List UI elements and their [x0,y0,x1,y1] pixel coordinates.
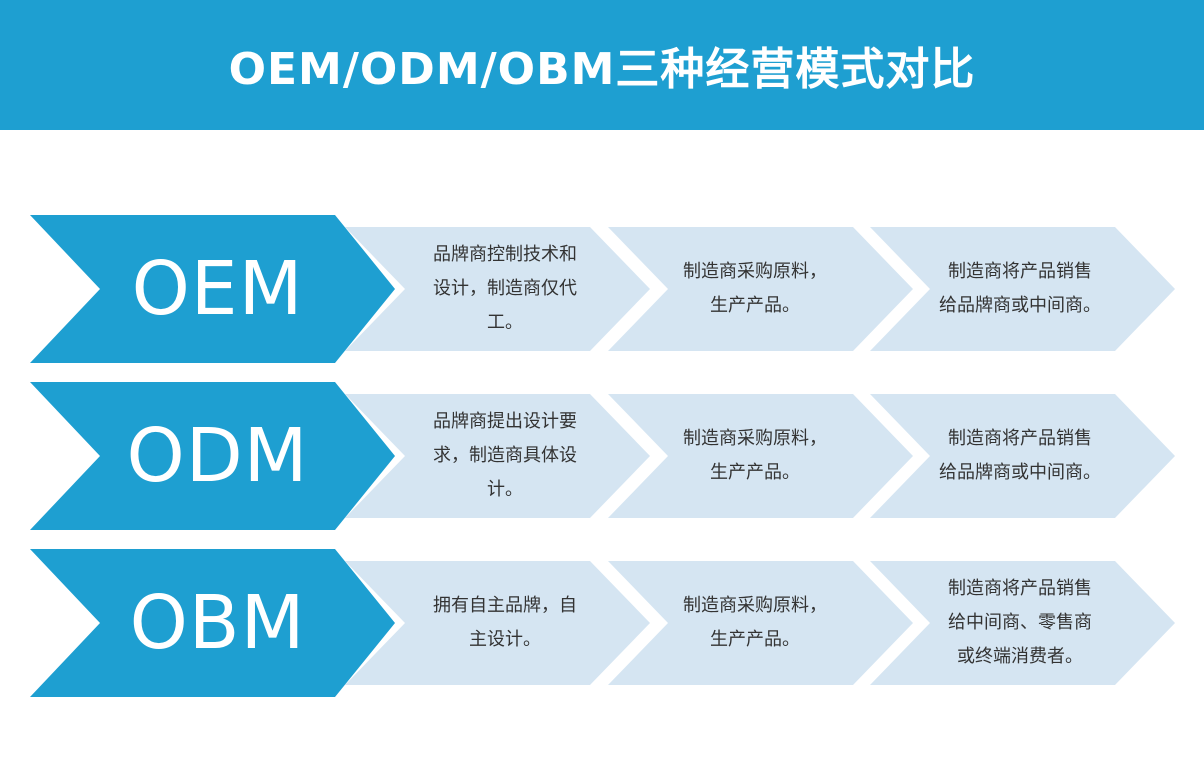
step-chevron-shape [345,394,650,518]
step-1: 品牌商提出设计要求，制造商具体设计。 [345,394,650,518]
step-2: 制造商采购原料，生产产品。 [608,227,913,351]
step-3: 制造商将产品销售给中间商、零售商或终端消费者。 [870,561,1175,685]
step-chevron-shape [608,227,913,351]
step-text: 制造商采购原料，生产产品。 [683,261,827,316]
step-chevron [870,394,1175,518]
mode-chevron: OEM [30,215,395,363]
mode-chevron-shape-shape [30,549,395,697]
step-text: 制造商采购原料，生产产品。 [683,428,827,483]
step-text: 制造商将产品销售给品牌商或中间商。 [939,428,1101,483]
mode-label: ODM [126,413,309,499]
step-chevron [870,227,1175,351]
mode-chevron-shape [30,215,395,363]
row-oem: 品牌商控制技术和设计，制造商仅代工。 制造商采购原料，生产产品。 制造商将产品销售给… [0,215,1204,363]
step-text: 制造商采购原料，生产产品。 [683,595,827,650]
mode-chevron-shape-shape [30,382,395,530]
mode-chevron-shape [30,549,395,697]
title-banner: OEM/ODM/OBM三种经营模式对比 [0,0,1204,130]
step-chevron-shape [870,227,1175,351]
step-1: 拥有自主品牌，自主设计。 [345,561,650,685]
step-chevron [608,394,913,518]
step-chevron [345,227,650,351]
step-text: 品牌商控制技术和设计，制造商仅代工。 [433,244,577,333]
step-chevron [608,561,913,685]
step-chevron-shape [345,561,650,685]
step-text: 拥有自主品牌，自主设计。 [433,595,577,650]
row-odm: 品牌商提出设计要求，制造商具体设计。 制造商采购原料，生产产品。 制造商将产品销售给… [0,382,1204,530]
step-chevron [345,394,650,518]
step-chevron-shape [345,227,650,351]
row-obm: 拥有自主品牌，自主设计。 制造商采购原料，生产产品。 制造商将产品销售给中间商、零售… [0,549,1204,697]
step-chevron-shape [870,394,1175,518]
step-chevron-shape [608,561,913,685]
step-3: 制造商将产品销售给品牌商或中间商。 [870,394,1175,518]
step-chevron-shape [870,561,1175,685]
step-chevron [870,561,1175,685]
step-3: 制造商将产品销售给品牌商或中间商。 [870,227,1175,351]
step-text: 品牌商提出设计要求，制造商具体设计。 [433,411,577,500]
mode-chevron-shape-shape [30,215,395,363]
step-text: 制造商将产品销售给中间商、零售商或终端消费者。 [948,578,1092,667]
step-chevron [608,227,913,351]
mode-label: OBM [129,580,306,666]
mode-chevron-shape [30,382,395,530]
step-2: 制造商采购原料，生产产品。 [608,394,913,518]
mode-chevron: ODM [30,382,395,530]
page-title: OEM/ODM/OBM三种经营模式对比 [228,44,976,95]
step-2: 制造商采购原料，生产产品。 [608,561,913,685]
step-1: 品牌商控制技术和设计，制造商仅代工。 [345,227,650,351]
mode-label: OEM [131,246,304,332]
step-chevron [345,561,650,685]
step-chevron-shape [608,394,913,518]
mode-chevron: OBM [30,549,395,697]
step-text: 制造商将产品销售给品牌商或中间商。 [939,261,1101,316]
